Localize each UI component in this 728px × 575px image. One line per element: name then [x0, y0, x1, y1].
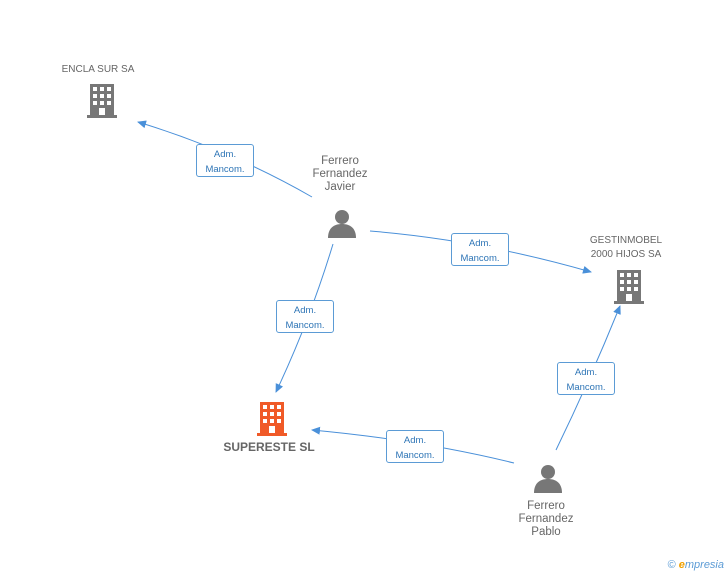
person-label-pablo[interactable]: Ferrero Fernandez Pablo [496, 500, 596, 539]
person-icon[interactable] [534, 465, 562, 493]
edge-label-line: Adm. [293, 305, 317, 316]
brand-logo[interactable]: © empresia [668, 559, 724, 571]
company-label-supereste[interactable]: SUPERESTE SL [223, 440, 315, 454]
edge-label-line: Adm. [574, 367, 598, 378]
edge-label-line: Mancom. [205, 164, 245, 175]
edge-label-line: Mancom. [285, 320, 325, 331]
company-label-line: GESTINMOBEL [589, 235, 663, 246]
company-label-line: 2000 HIJOS SA [590, 249, 662, 260]
edge-label-javier-gestinmobel[interactable]: Adm. Mancom. [451, 233, 509, 266]
brand-name: mpresia [684, 559, 724, 571]
edge-label-line: Mancom. [460, 253, 500, 264]
edge-label-line: Adm. [403, 435, 427, 446]
person-label-javier[interactable]: Ferrero Fernandez Javier [290, 155, 390, 194]
building-icon[interactable] [87, 84, 117, 118]
edge-label-javier-supereste[interactable]: Adm. Mancom. [276, 300, 334, 333]
building-icon[interactable] [614, 270, 644, 304]
edge-label-pablo-supereste[interactable]: Adm. Mancom. [386, 430, 444, 463]
person-icon[interactable] [328, 210, 356, 238]
person-label-line: Pablo [531, 526, 561, 538]
person-label-line: Fernandez [518, 513, 574, 525]
company-label-gestinmobel[interactable]: GESTINMOBEL 2000 HIJOS SA [566, 234, 686, 262]
building-icon[interactable] [257, 402, 287, 436]
person-label-line: Ferrero [527, 500, 565, 512]
edge-label-pablo-gestinmobel[interactable]: Adm. Mancom. [557, 362, 615, 395]
edge-label-javier-encla[interactable]: Adm. Mancom. [196, 144, 254, 177]
brand-e-glyph: e [678, 559, 685, 571]
edge-label-line: Mancom. [566, 382, 606, 393]
person-label-line: Ferrero [321, 155, 359, 167]
company-label-encla-sur[interactable]: ENCLA SUR SA [61, 64, 135, 75]
edge-label-line: Adm. [468, 238, 492, 249]
person-label-line: Fernandez [312, 168, 368, 180]
copyright-icon: © [667, 559, 676, 571]
edge-label-line: Mancom. [395, 450, 435, 461]
person-label-line: Javier [324, 181, 356, 193]
edge-label-line: Adm. [213, 149, 237, 160]
